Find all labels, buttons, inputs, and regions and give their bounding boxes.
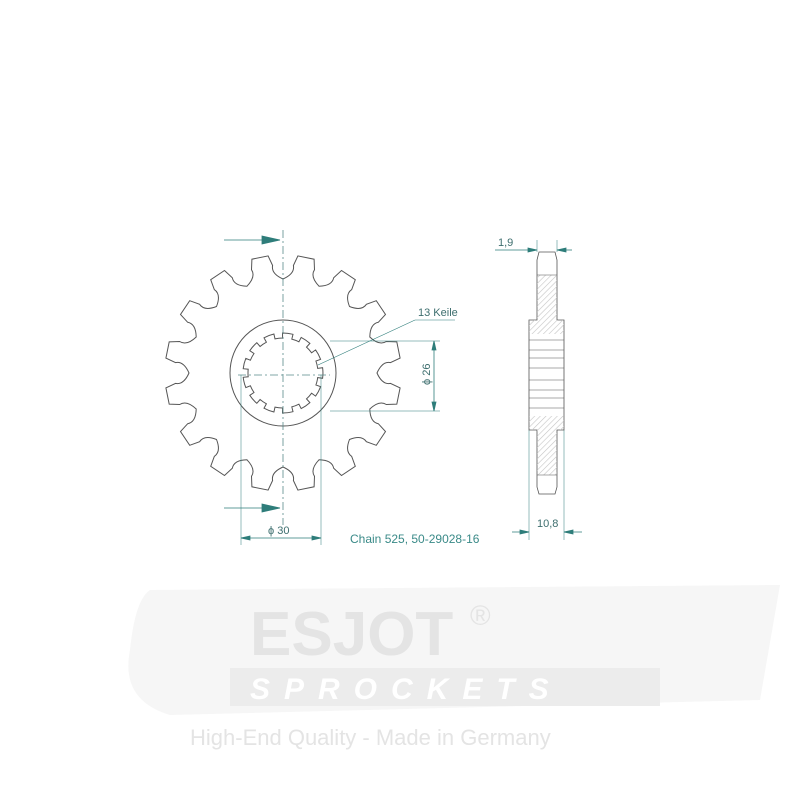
- spline-outline: [242, 332, 324, 414]
- hub-diameter-label: ϕ 30: [268, 525, 289, 537]
- sprocket-side-view: [528, 251, 565, 495]
- watermark-registered: ®: [470, 600, 491, 631]
- watermark-brand: ESJOT: [250, 600, 453, 669]
- dimensions: [224, 235, 582, 545]
- watermark: ESJOT ® SPROCKETS High-End Quality - Mad…: [128, 585, 780, 750]
- hub-width-label: 10,8: [537, 518, 558, 530]
- sprocket-front-view: [165, 230, 401, 525]
- watermark-tagline: High-End Quality - Made in Germany: [190, 725, 551, 750]
- tooth-width-label: 1,9: [498, 237, 513, 249]
- arrow-icon: [261, 235, 281, 245]
- watermark-sub: SPROCKETS: [250, 673, 563, 706]
- spline-diameter-label: ϕ 26: [421, 364, 433, 385]
- arrow-icon: [261, 503, 281, 513]
- caption: Chain 525, 50-29028-16: [350, 532, 480, 546]
- splines-label: 13 Keile: [418, 307, 458, 319]
- watermark-band: [230, 668, 660, 706]
